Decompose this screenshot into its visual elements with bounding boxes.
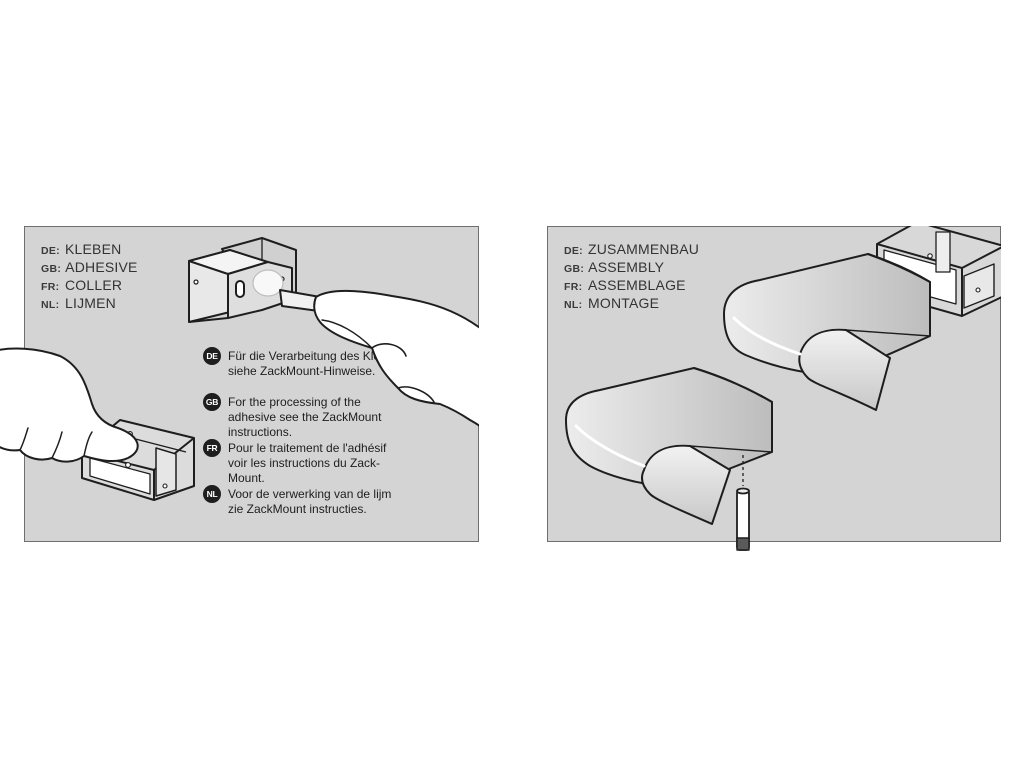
lang-code: NL: xyxy=(41,299,60,311)
step-label-text: ASSEMBLY xyxy=(588,259,665,275)
lang-code: FR: xyxy=(41,281,60,293)
adhesive-instructions: DE Für die Verarbeitung des Klebers sieh… xyxy=(203,347,408,517)
step-label-de: DE: ZUSAMMENBAU xyxy=(564,240,699,258)
lang-code: FR: xyxy=(564,281,583,293)
lang-code: GB: xyxy=(564,263,585,275)
adhesive-step-labels: DE: KLEBEN GB: ADHESIVE FR: COLLER NL: L… xyxy=(41,240,138,312)
step-label-text: COLLER xyxy=(65,277,123,293)
instruction-text: Für die Verarbeitung des Klebers siehe Z… xyxy=(228,349,404,379)
step-label-fr: FR: ASSEMBLAGE xyxy=(564,276,699,294)
instruction-text: For the processing of the adhesive see t… xyxy=(228,395,382,440)
language-badge-de: DE xyxy=(203,347,221,365)
language-badge-fr: FR xyxy=(203,439,221,457)
lang-code: NL: xyxy=(564,299,583,311)
step-label-text: ASSEMBLAGE xyxy=(588,277,686,293)
instruction-gb: GB For the processing of the adhesive se… xyxy=(203,393,408,441)
adhesive-step-panel: DE: KLEBEN GB: ADHESIVE FR: COLLER NL: L… xyxy=(24,226,479,542)
step-label-text: KLEBEN xyxy=(65,241,122,257)
step-label-text: LIJMEN xyxy=(65,295,116,311)
step-label-text: MONTAGE xyxy=(588,295,660,311)
step-label-fr: FR: COLLER xyxy=(41,276,138,294)
step-label-de: DE: KLEBEN xyxy=(41,240,138,258)
step-label-gb: GB: ADHESIVE xyxy=(41,258,138,276)
assembly-step-panel: DE: ZUSAMMENBAU GB: ASSEMBLY FR: ASSEMBL… xyxy=(547,226,1001,542)
language-badge-nl: NL xyxy=(203,485,221,503)
step-label-gb: GB: ASSEMBLY xyxy=(564,258,699,276)
step-label-text: ZUSAMMENBAU xyxy=(588,241,700,257)
instruction-text: Pour le traitement de l'adhésif voir les… xyxy=(228,441,387,486)
step-label-text: ADHESIVE xyxy=(65,259,138,275)
lang-code: DE: xyxy=(41,245,60,257)
lang-code: GB: xyxy=(41,263,62,275)
step-label-nl: NL: MONTAGE xyxy=(564,294,699,312)
instruction-nl: NL Voor de verwerking van de lijm zie Za… xyxy=(203,485,408,517)
step-label-nl: NL: LIJMEN xyxy=(41,294,138,312)
instruction-de: DE Für die Verarbeitung des Klebers sieh… xyxy=(203,347,408,395)
lang-code: DE: xyxy=(564,245,583,257)
instruction-fr: FR Pour le traitement de l'adhésif voir … xyxy=(203,439,408,487)
instruction-text: Voor de verwerking van de lijm zie ZackM… xyxy=(228,487,392,517)
language-badge-gb: GB xyxy=(203,393,221,411)
assembly-step-labels: DE: ZUSAMMENBAU GB: ASSEMBLY FR: ASSEMBL… xyxy=(564,240,699,312)
